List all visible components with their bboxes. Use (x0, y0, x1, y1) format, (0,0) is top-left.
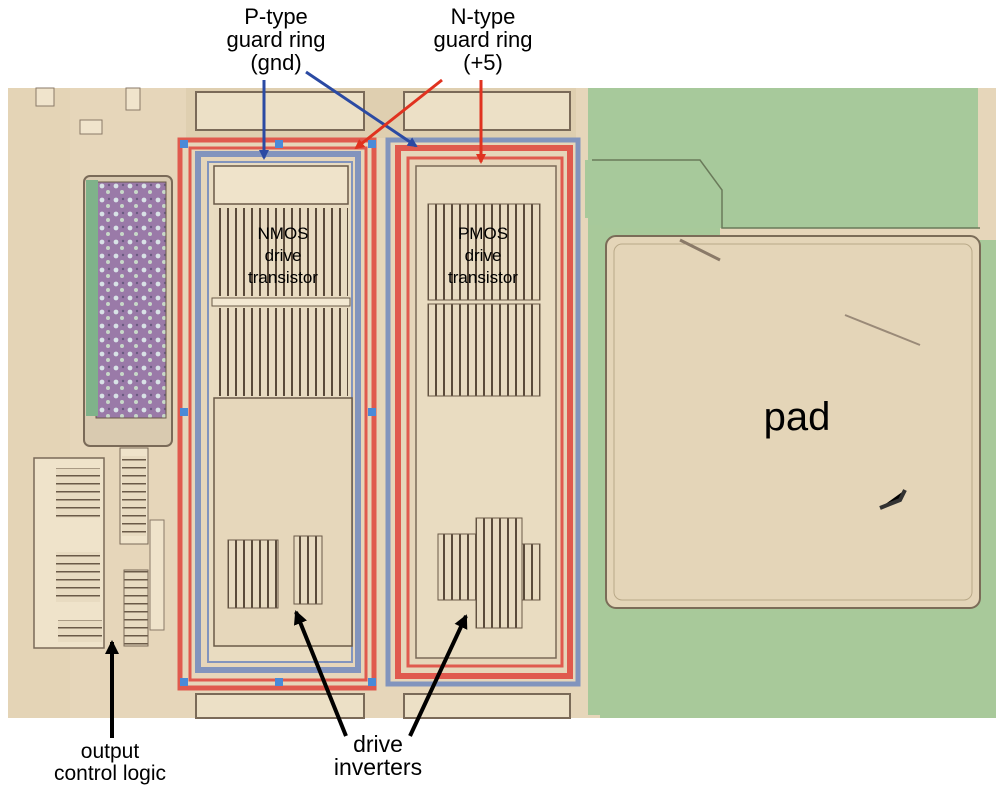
output-label-2: control logic (54, 762, 166, 785)
drive-inverters-label-2: inverters (334, 754, 422, 780)
p-guard-outer-blue (385, 137, 581, 687)
p-type-label-2: guard ring (226, 27, 325, 52)
nmos-label-2: drive (265, 246, 302, 265)
p-type-label-3: (gnd) (250, 50, 301, 75)
bond-pad (605, 235, 981, 609)
nmos-block (177, 137, 377, 691)
oxide-region (95, 181, 167, 419)
pad-label: pad (764, 395, 831, 439)
p-type-label-1: P-type (244, 4, 308, 29)
drive-inverter-arrow-1 (293, 610, 348, 737)
n-guard-arrow-1 (354, 78, 443, 150)
annotation-labels: P-type guard ring (gnd) N-type guard rin… (54, 4, 830, 785)
p-type-guard-ring (195, 151, 361, 673)
n-type-label-1: N-type (451, 4, 516, 29)
output-label-1: output (81, 740, 140, 763)
die-photo (8, 87, 996, 719)
n-type-label-2: guard ring (433, 27, 532, 52)
drive-inverter-arrow-2 (408, 614, 468, 737)
annotation-arrows (105, 70, 486, 738)
nmos-label-1: NMOS (258, 224, 309, 243)
n-type-guard-ring (395, 145, 573, 679)
pmos-block (385, 137, 581, 687)
nmos-label-3: transistor (248, 268, 318, 287)
pmos-label-2: drive (465, 246, 502, 265)
n-type-label-3: (+5) (463, 50, 503, 75)
drive-inverters-label-1: drive (353, 731, 403, 757)
p-guard-arrow-2 (305, 70, 418, 148)
pmos-label-3: transistor (448, 268, 518, 287)
pmos-label-1: PMOS (458, 224, 508, 243)
